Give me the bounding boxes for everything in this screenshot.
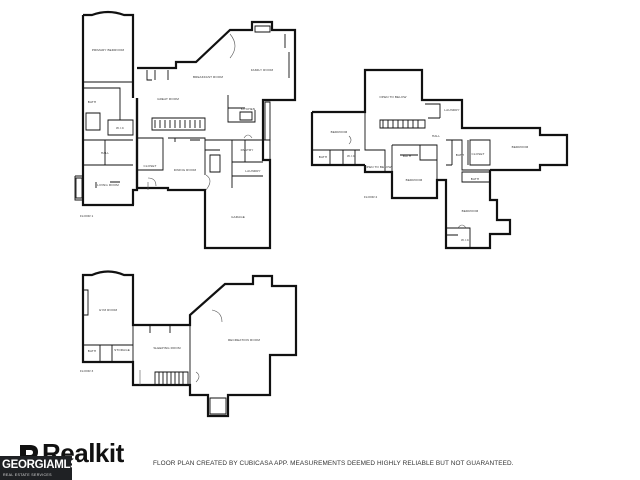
room-label-bath: BATH — [88, 100, 96, 104]
f2-room-label-bath-west: BATH — [319, 155, 327, 159]
room-label-hall: HALL — [101, 151, 109, 155]
f2-room-label-bedroom-center: BEDROOM — [406, 178, 423, 182]
f2-room-label-bath-mid: BATH — [403, 154, 411, 158]
f2-room-label-bath-east: BATH — [456, 153, 464, 157]
f2-room-label-wic-west: W.I.C — [347, 154, 356, 158]
f3-room-label-bath: BATH — [88, 349, 96, 353]
room-label-breakfast-room: BREAKFAST ROOM — [193, 75, 223, 79]
floor-1-plan: PRIMARY BEDROOM BREAKFAST ROOM FAMILY RO… — [74, 10, 297, 250]
f2-room-label-open-to-below-mid: OPEN TO BELOW — [364, 165, 391, 169]
floor-label-1: FLOOR 1 — [80, 214, 94, 218]
f2-room-label-bedroom-east: BEDROOM — [512, 145, 529, 149]
f3-room-label-sleeping-room: SLEEPING ROOM — [153, 346, 181, 350]
room-label-garage: GARAGE — [231, 215, 245, 219]
room-label-family-room: FAMILY ROOM — [251, 68, 274, 72]
f3-room-label-storage: STORAGE — [114, 348, 130, 352]
floor-3-plan: GYM ROOM BATH STORAGE SLEEPING ROOM RECR… — [80, 270, 298, 418]
floor-plan-disclaimer: FLOOR PLAN CREATED BY CUBICASA APP. MEAS… — [153, 460, 514, 467]
f2-room-label-open-to-below-top: OPEN TO BELOW — [379, 95, 406, 99]
room-label-closet: CLOSET — [144, 164, 157, 168]
watermark-main-text: GEORGIAMLS — [2, 459, 78, 471]
f2-room-label-closet: CLOSET — [472, 152, 485, 156]
room-label-pantry: PANTRY — [241, 148, 254, 152]
floor-2-plan: BEDROOM OPEN TO BELOW LAUNDRY BATH W.I.C… — [310, 68, 569, 250]
f2-room-label-hall: HALL — [432, 134, 440, 138]
room-label-primary-bedroom: PRIMARY BEDROOM — [92, 48, 125, 52]
room-label-laundry: LAUNDRY — [245, 169, 260, 173]
room-label-kitchen: KITCHEN — [241, 107, 255, 111]
room-label-great-room: GREAT ROOM — [157, 97, 179, 101]
f2-room-label-wic-south: W.I.C — [461, 238, 470, 242]
georgia-mls-watermark: GEORGIAMLS REAL ESTATE SERVICES — [0, 456, 78, 480]
watermark-sub-text: REAL ESTATE SERVICES — [3, 472, 52, 477]
f2-room-label-bedroom-south: BEDROOM — [462, 209, 479, 213]
f3-room-label-gym-room: GYM ROOM — [99, 308, 118, 312]
room-label-wic: W.I.C — [116, 126, 125, 130]
f3-room-label-recreation-room: RECREATION ROOM — [228, 338, 260, 342]
f2-room-label-bath-south: BATH — [471, 177, 479, 181]
room-label-dining-room: DINING ROOM — [174, 168, 197, 172]
f2-room-label-laundry: LAUNDRY — [444, 108, 459, 112]
room-label-living-room: LIVING ROOM — [97, 183, 119, 187]
floor-label-2: FLOOR 2 — [364, 195, 378, 199]
f2-room-label-bedroom-west: BEDROOM — [331, 130, 348, 134]
floor-label-3: FLOOR 3 — [80, 369, 94, 373]
